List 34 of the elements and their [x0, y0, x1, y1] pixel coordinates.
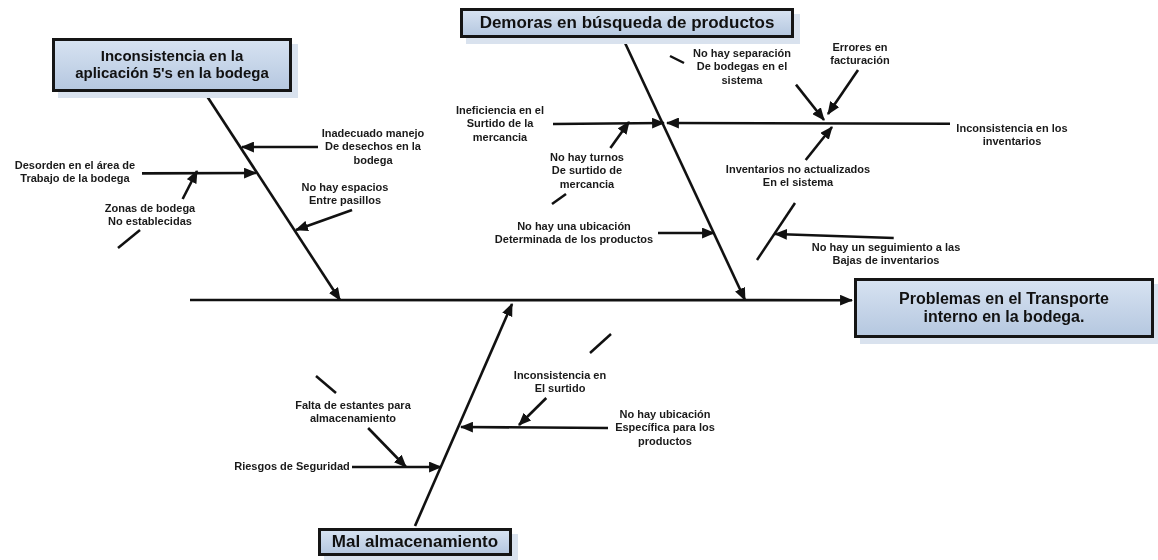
cause-label: Errores en facturación [827, 40, 893, 68]
arrow [352, 461, 443, 473]
cause-label: Ineficiencia en el Surtido de la mercancia [449, 103, 551, 145]
arrow [609, 121, 631, 149]
cause-label: No hay separación De bodegas en el sistema [690, 46, 794, 88]
cause-label: No hay un seguimiento a las Bajas de inventarios [809, 240, 963, 268]
arrow [658, 227, 716, 239]
arrow [295, 208, 353, 232]
arrow [665, 117, 950, 129]
cause-label: Riesgos de Seguridad [234, 459, 350, 475]
arrow [181, 170, 199, 200]
arrow [367, 427, 407, 468]
cause-label: Inadecuado manejo De desechos en la bodega [320, 126, 426, 168]
cause-label: Falta de estantes para almacenamiento [290, 398, 416, 426]
cause-label: No hay ubicación Específica para los productos [610, 407, 720, 449]
cause-label: Zonas de bodega No establecidas [102, 201, 198, 229]
cause-label: Inventarios no actualizados En el sistema [721, 162, 875, 190]
arrow [240, 141, 318, 153]
cause-label: Inconsistencia en El surtido [511, 368, 609, 396]
arrow [459, 421, 608, 433]
arrow [413, 303, 514, 527]
cause-label: No hay una ubicación Determinada de los productos [492, 219, 656, 247]
arrow [795, 83, 825, 121]
cause-label: No hay espacios Entre pasillos [301, 180, 389, 208]
cause-label: No hay turnos De surtido de mercancia [548, 150, 626, 192]
arrow [553, 117, 666, 129]
arrow [773, 229, 894, 240]
cause-label: Desorden en el área de Trabajo de la bodega [10, 158, 140, 186]
arrow [518, 397, 548, 426]
arrow [826, 69, 860, 115]
arrow [804, 126, 833, 161]
arrow [190, 294, 854, 306]
cause-label: Inconsistencia en los inventarios [952, 121, 1072, 149]
arrow [142, 167, 258, 179]
